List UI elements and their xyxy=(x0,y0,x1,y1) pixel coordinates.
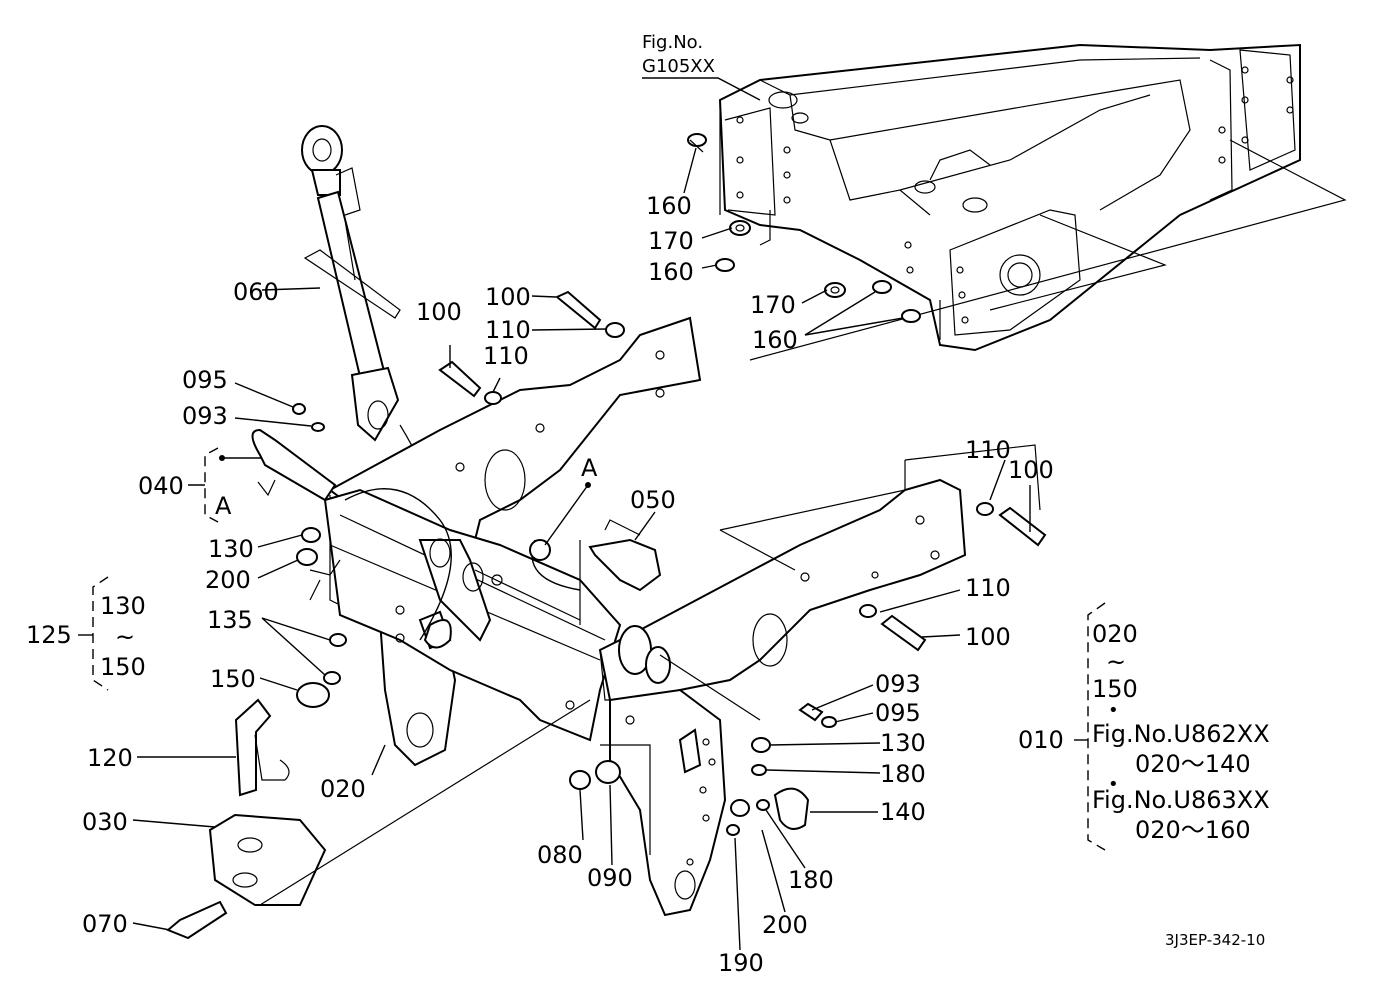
group-010-tilde: ~ xyxy=(1106,648,1126,676)
linkage-wire-2 xyxy=(344,488,452,641)
callout-a1: A xyxy=(215,492,232,520)
group-125-to: 150 xyxy=(100,653,146,681)
callout-090: 090 xyxy=(587,864,633,892)
drawbar-frame xyxy=(309,488,622,742)
callout-040: 040 xyxy=(138,472,184,500)
callout-160a: 160 xyxy=(646,192,692,220)
group-010-range2: 020～160 xyxy=(1135,816,1251,844)
callout-200a: 200 xyxy=(205,566,251,594)
group-125-tilde: ~ xyxy=(115,623,135,651)
callout-170b: 170 xyxy=(750,291,796,319)
group-010-range1: 020～140 xyxy=(1135,750,1251,778)
callout-180b: 180 xyxy=(788,866,834,894)
callout-200b: 200 xyxy=(762,911,808,939)
callout-160c: 160 xyxy=(752,326,798,354)
callout-a2: A xyxy=(581,454,598,482)
callout-170a: 170 xyxy=(648,227,694,255)
figure-ref-line1: Fig.No. xyxy=(642,32,703,53)
callout-050: 050 xyxy=(630,486,676,514)
callout-150: 150 xyxy=(210,665,256,693)
group-125-from: 130 xyxy=(100,592,146,620)
group-125-label: 125 xyxy=(26,621,72,649)
group-010-dot2: • xyxy=(1108,774,1119,795)
figure-ref-line2: G105XX xyxy=(642,56,715,77)
callout-095b: 095 xyxy=(875,699,921,727)
callout-110c: 110 xyxy=(965,436,1011,464)
callout-135: 135 xyxy=(207,606,253,634)
callout-110a: 110 xyxy=(485,316,531,344)
callout-093b: 093 xyxy=(875,670,921,698)
drawing-code: 3J3EP-342-10 xyxy=(1165,931,1265,949)
transmission-housing xyxy=(718,43,1347,361)
callout-labels: Fig.No. G105XX 160 170 160 170 160 060 1… xyxy=(26,32,1270,977)
callout-030: 030 xyxy=(82,808,128,836)
callout-060: 060 xyxy=(233,278,279,306)
callout-095a: 095 xyxy=(182,366,228,394)
group-010-ref2: Fig.No.U863XX xyxy=(1092,786,1270,814)
callout-093a: 093 xyxy=(182,402,228,430)
group-010-to: 150 xyxy=(1092,675,1138,703)
callout-020: 020 xyxy=(320,775,366,803)
callout-180a: 180 xyxy=(880,760,926,788)
callout-110d: 110 xyxy=(965,574,1011,602)
callout-110b: 110 xyxy=(483,342,529,370)
callout-160b: 160 xyxy=(648,258,694,286)
callout-100b: 100 xyxy=(485,283,531,311)
callout-140: 140 xyxy=(880,798,926,826)
callout-130a: 130 xyxy=(208,535,254,563)
top-link-assembly xyxy=(301,125,449,561)
small-parts-right xyxy=(438,290,1047,836)
leader-lines xyxy=(78,77,1106,951)
group-010-label: 010 xyxy=(1018,726,1064,754)
callout-120: 120 xyxy=(87,744,133,772)
group-010-dot1: • xyxy=(1108,700,1119,721)
callout-130b: 130 xyxy=(880,729,926,757)
callout-070: 070 xyxy=(82,910,128,938)
callout-080: 080 xyxy=(537,841,583,869)
group-010-from: 020 xyxy=(1092,620,1138,648)
callout-100c: 100 xyxy=(1008,456,1054,484)
callout-100a: 100 xyxy=(416,298,462,326)
callout-100d: 100 xyxy=(965,623,1011,651)
callout-190: 190 xyxy=(718,949,764,977)
group-010-ref1: Fig.No.U862XX xyxy=(1092,720,1270,748)
